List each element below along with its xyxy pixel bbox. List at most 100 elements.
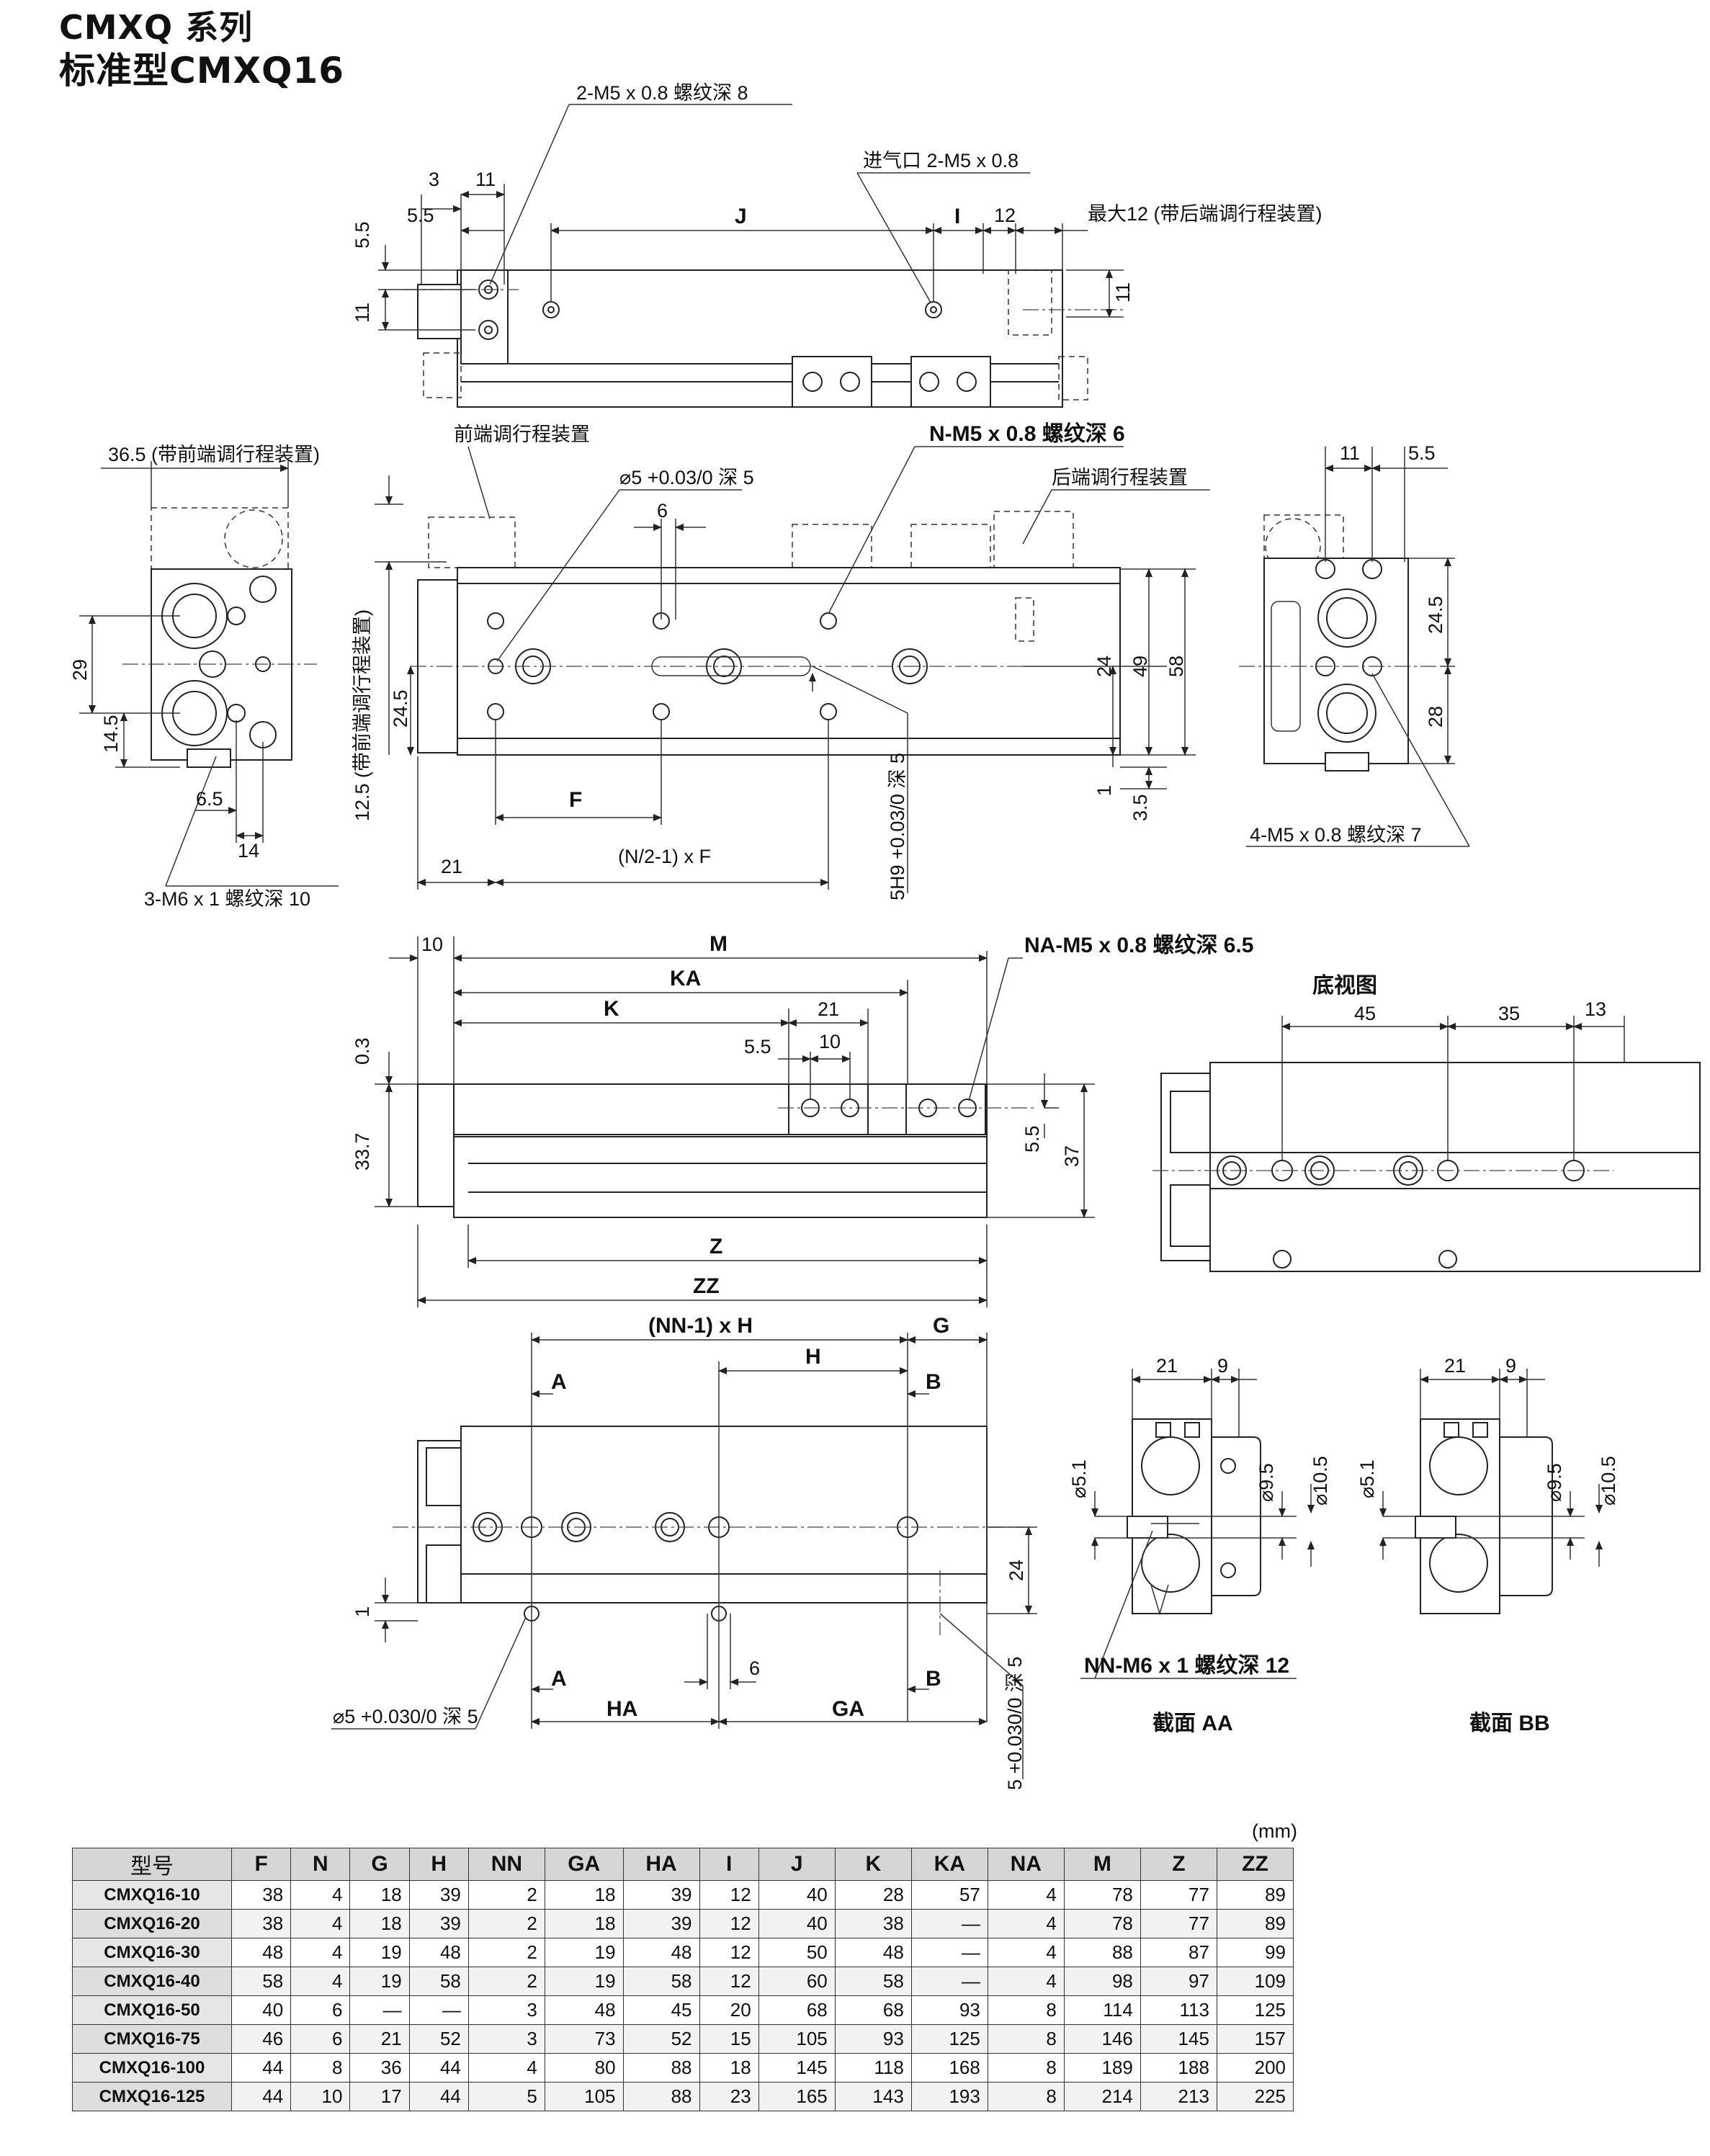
- dim-35: 35: [1498, 1003, 1520, 1024]
- dim-33-7: 33.7: [352, 1132, 373, 1171]
- formula-n-f: (N/2-1) x F: [618, 846, 711, 867]
- dim-29: 29: [69, 659, 91, 681]
- dim-21-sv: 21: [818, 998, 839, 1020]
- column-header: GA: [544, 1848, 624, 1881]
- table-cell: 4: [987, 1938, 1065, 1967]
- model-cell: CMXQ16-20: [72, 1909, 232, 1938]
- table-cell: —: [910, 1909, 988, 1938]
- table-cell: 52: [622, 2024, 700, 2054]
- callout-mount-holes: 2-M5 x 0.8 螺纹深 8: [576, 82, 748, 104]
- dim-49: 49: [1129, 656, 1151, 677]
- dim-28-rv: 28: [1425, 706, 1446, 728]
- section-bb: 21 9 ⌀5.1 ⌀9.5 ⌀10.5 截面 BB: [1356, 1355, 1619, 1735]
- table-cell: 93: [834, 2024, 912, 2054]
- table-cell: 44: [230, 2082, 292, 2111]
- left-view: 36.5 (带前端调行程装置) 29 14.5 6.5 14 3-M6 x 1 …: [69, 444, 339, 910]
- table-cell: 58: [408, 1967, 469, 1996]
- table-cell: 2: [467, 1880, 545, 1910]
- table-cell: 214: [1063, 2082, 1141, 2111]
- table-cell: 4: [290, 1967, 351, 1996]
- section-mark-a-bottom: A: [551, 1667, 567, 1691]
- dim-9-aa: 9: [1217, 1355, 1228, 1377]
- table-cell: 8: [290, 2053, 351, 2083]
- dim-dia-9-5-bb: ⌀9.5: [1544, 1463, 1565, 1502]
- column-header: M: [1063, 1848, 1141, 1881]
- lower-view: (NN-1) x H G H A A B B 24 1 HA GA 6 ⌀5 +…: [331, 1314, 1037, 1790]
- callout-na-taps: NA-M5 x 0.8 螺纹深 6.5: [1024, 934, 1253, 957]
- dim-1: 1: [1093, 785, 1115, 796]
- table-cell: 50: [758, 1938, 836, 1967]
- table-cell: 165: [758, 2082, 836, 2111]
- dim-GA: GA: [832, 1697, 864, 1721]
- callout-m6-taps: 3-M6 x 1 螺纹深 10: [144, 888, 310, 910]
- dim-J: J: [735, 205, 747, 228]
- table-cell: 4: [987, 1909, 1065, 1938]
- dim-6-5: 6.5: [196, 788, 223, 810]
- table-cell: 200: [1216, 2053, 1294, 2083]
- model-cell: CMXQ16-40: [72, 1967, 232, 1996]
- table-cell: 48: [622, 1938, 700, 1967]
- dim-5-5-rv: 5.5: [1408, 442, 1436, 464]
- table-cell: 28: [834, 1880, 912, 1910]
- table-cell: 213: [1140, 2082, 1217, 2111]
- formula-nn-h: (NN-1) x H: [648, 1314, 753, 1338]
- table-cell: 40: [230, 1995, 292, 2025]
- table-cell: 225: [1216, 2082, 1294, 2111]
- dim-dia-9-5-aa: ⌀9.5: [1255, 1463, 1277, 1502]
- dim-K: K: [604, 997, 619, 1021]
- dim-11: 11: [475, 169, 496, 190]
- table-cell: 48: [230, 1938, 292, 1967]
- table-cell: 36: [349, 2053, 410, 2083]
- table-cell: 12: [699, 1880, 759, 1910]
- table-cell: 17: [349, 2082, 410, 2111]
- column-header: H: [408, 1848, 469, 1881]
- dim-9-bb: 9: [1505, 1355, 1516, 1377]
- dim-6: 6: [657, 500, 668, 522]
- callout-nn-taps: NN-M6 x 1 螺纹深 12: [1084, 1654, 1289, 1678]
- dim-24-5: 24.5: [390, 689, 411, 728]
- table-cell: 10: [290, 2082, 351, 2111]
- table-cell: 58: [622, 1967, 700, 1996]
- model-cell: CMXQ16-30: [72, 1938, 232, 1967]
- table-cell: 19: [349, 1967, 410, 1996]
- table-cell: 45: [622, 1995, 700, 2025]
- table-cell: 77: [1140, 1880, 1217, 1910]
- callout-pin-hole-lv: ⌀5 +0.030/0 深 5: [333, 1706, 478, 1727]
- dim-M: M: [709, 932, 728, 956]
- table-cell: 39: [622, 1909, 700, 1938]
- table-cell: 44: [408, 2053, 469, 2083]
- dim-24: 24: [1093, 656, 1115, 677]
- dim-3: 3: [429, 169, 439, 190]
- table-cell: 38: [230, 1880, 292, 1910]
- dim-5-5-sv: 5.5: [744, 1036, 771, 1057]
- table-cell: 3: [467, 2024, 545, 2054]
- table-cell: 18: [349, 1880, 410, 1910]
- column-header: K: [834, 1848, 912, 1881]
- table-cell: 48: [544, 1995, 624, 2025]
- table-cell: 48: [834, 1938, 912, 1967]
- callout-rear-adjuster: 后端调行程装置: [1052, 467, 1188, 488]
- dim-12-5: 12.5 (带前端调行程装置): [352, 609, 373, 821]
- dim-24-lv: 24: [1006, 1560, 1027, 1581]
- dim-14: 14: [238, 840, 259, 862]
- table-cell: 105: [758, 2024, 836, 2054]
- table-cell: 44: [230, 2053, 292, 2083]
- front-view: 前端调行程装置 ⌀5 +0.03/0 深 5 N-M5 x 0.8 螺纹深 6 …: [352, 422, 1210, 900]
- table-cell: 15: [699, 2024, 759, 2054]
- table-cell: 58: [834, 1967, 912, 1996]
- callout-m5-taps: 4-M5 x 0.8 螺纹深 7: [1250, 824, 1422, 846]
- model-cell: CMXQ16-75: [72, 2024, 232, 2054]
- dim-0-3: 0.3: [352, 1037, 373, 1065]
- dim-58: 58: [1165, 656, 1187, 677]
- table-cell: 38: [230, 1909, 292, 1938]
- table-cell: 4: [987, 1967, 1065, 1996]
- dim-5-5-v: 5.5: [352, 221, 373, 249]
- table-cell: 146: [1063, 2024, 1141, 2054]
- table-cell: 12: [699, 1938, 759, 1967]
